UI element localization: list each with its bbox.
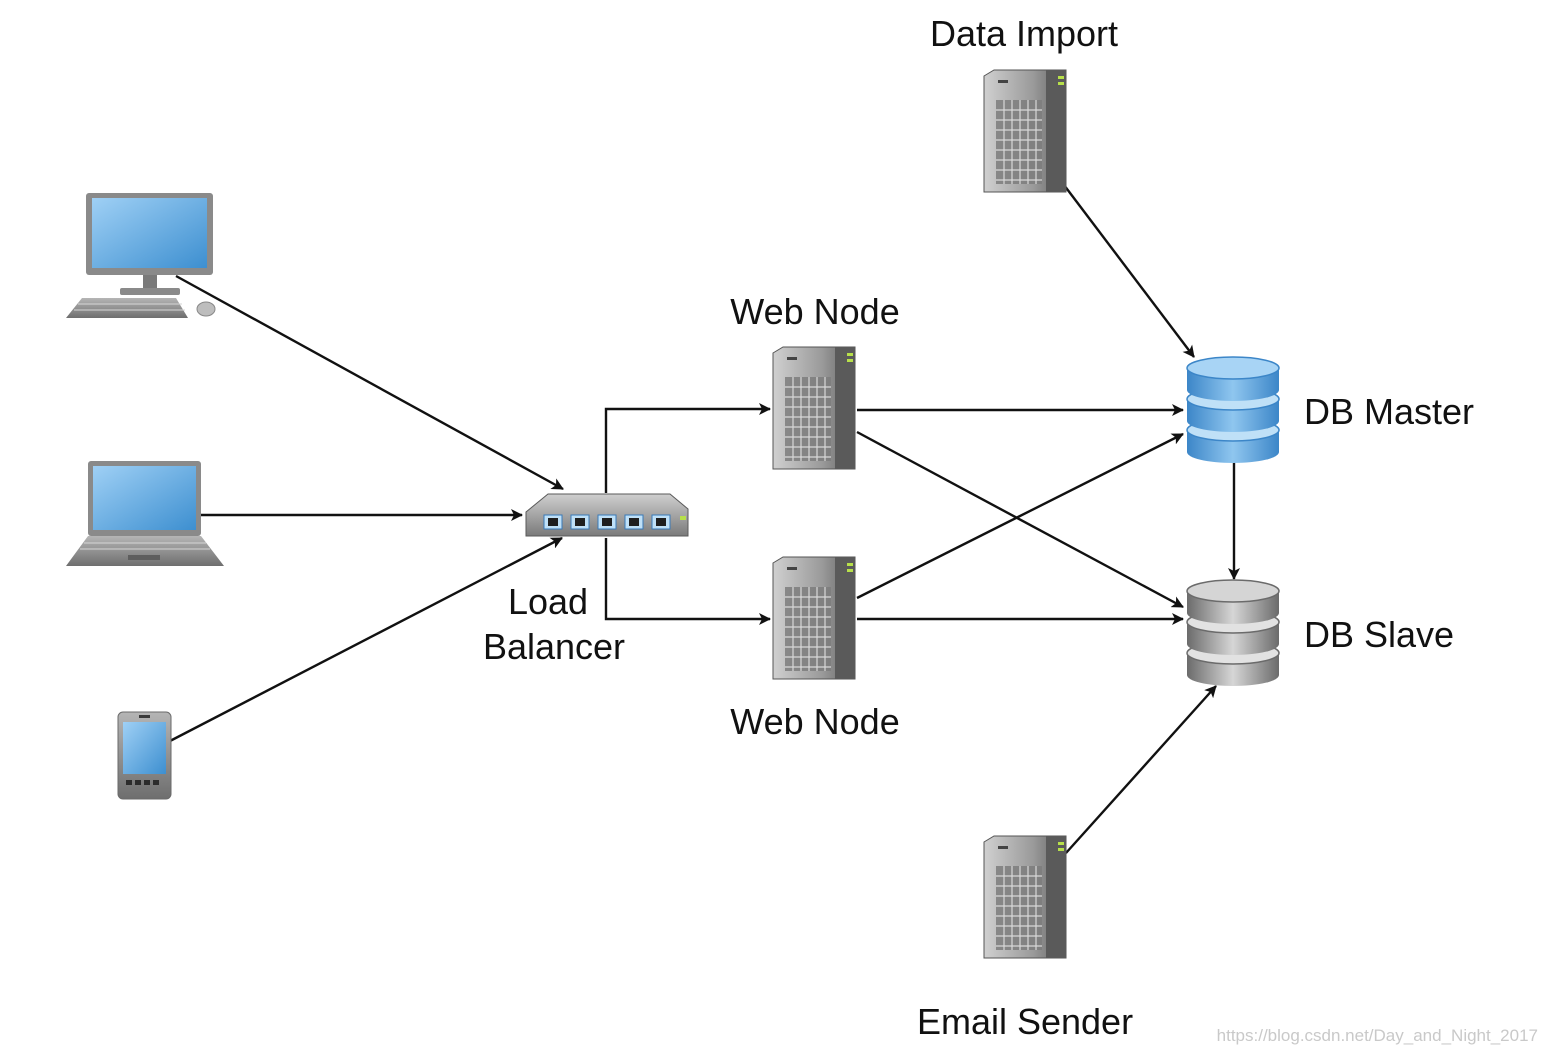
connections xyxy=(169,184,1240,854)
arrow-webbottom-to-master xyxy=(856,432,1184,600)
arrow-desktop-to-lb xyxy=(175,274,564,491)
db-slave-label: DB Slave xyxy=(1304,614,1455,655)
db-master-icon xyxy=(1186,356,1280,463)
smartphone-icon xyxy=(117,711,172,800)
arrow-lb-to-webnode-top xyxy=(604,403,771,493)
web-node-top-server-icon xyxy=(772,346,856,470)
email-sender-label: Email Sender xyxy=(916,1001,1134,1042)
load-balancer-label-line1: Load xyxy=(507,581,589,622)
arrow-import-to-master xyxy=(1063,184,1195,358)
data-import-server-icon xyxy=(983,69,1067,193)
load-balancer-label-line2: Balancer xyxy=(482,626,626,667)
arrow-lb-to-webnode-bottom xyxy=(604,538,771,625)
network-switch-icon xyxy=(525,493,689,537)
desktop-computer-icon xyxy=(66,193,216,318)
web-node-bottom-label: Web Node xyxy=(730,701,900,742)
arrow-phone-to-lb xyxy=(169,536,563,743)
web-node-bottom-server-icon xyxy=(772,556,856,680)
db-master-label: DB Master xyxy=(1304,391,1475,432)
data-import-label: Data Import xyxy=(929,13,1119,54)
laptop-icon xyxy=(66,461,224,566)
web-node-top-label: Web Node xyxy=(730,291,900,332)
watermark-text: https://blog.csdn.net/Day_and_Night_2017 xyxy=(1216,1026,1538,1045)
db-slave-icon xyxy=(1186,579,1280,686)
email-sender-server-icon xyxy=(983,835,1067,959)
arrow-email-to-slave xyxy=(1065,685,1217,854)
arrow-webtop-to-slave xyxy=(856,430,1184,609)
